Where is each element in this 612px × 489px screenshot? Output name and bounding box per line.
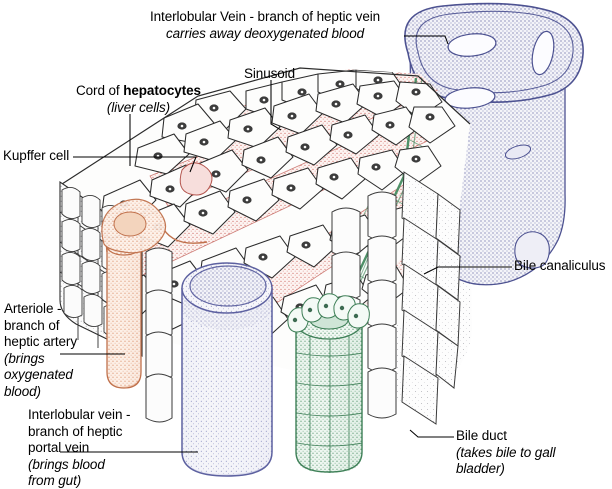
- bile-duct-structure: [287, 293, 370, 473]
- label-portal-vein-line1: Interlobular vein -: [28, 407, 131, 422]
- leader-lines: [60, 35, 512, 453]
- label-bile-duct: Bile duct (takes bile to gall bladder): [456, 428, 606, 478]
- label-hepatic-arteriole: Arteriole - branch of heptic artery (bri…: [4, 301, 114, 400]
- label-bile-duct-line3: bladder): [456, 461, 505, 476]
- label-portal-vein-line4: (brings blood: [28, 456, 105, 472]
- portal-vein-structure: [181, 262, 273, 477]
- label-interlobular-hepatic-vein: Interlobular Vein - branch of heptic vei…: [150, 9, 380, 42]
- label-cord-bold: hepatocytes: [123, 83, 201, 98]
- label-cord-of-hepatocytes-line2: (liver cells): [106, 99, 171, 115]
- label-arteriole-line1: Arteriole -: [4, 301, 62, 316]
- label-cord-of-hepatocytes: Cord of hepatocytes (liver cells): [76, 83, 201, 116]
- label-arteriole-line2: branch of: [4, 317, 60, 333]
- label-interlobular-hepatic-vein-line1: Interlobular Vein - branch of heptic vei…: [150, 9, 381, 24]
- kupffer-cell-marker: [179, 162, 213, 196]
- label-arteriole-line5: oxygenated: [4, 367, 73, 382]
- label-portal-vein-line2: branch of heptic: [28, 423, 123, 439]
- label-arteriole-line3: heptic artery: [4, 334, 77, 349]
- label-cord-prefix: Cord of: [76, 83, 124, 98]
- hepatic-arteriole-structure: [101, 198, 208, 389]
- label-portal-vein-line3: portal vein: [28, 440, 90, 455]
- label-interlobular-hepatic-vein-line2: carries away deoxygenated blood: [166, 25, 365, 41]
- label-bile-canaliculus: Bile canaliculus: [514, 258, 606, 273]
- label-bile-duct-line2: (takes bile to gall: [456, 444, 556, 460]
- label-cord-of-hepatocytes-line1: Cord of hepatocytes: [76, 83, 201, 100]
- label-interlobular-portal-vein: Interlobular vein - branch of heptic por…: [28, 407, 148, 489]
- label-arteriole-line6: blood): [4, 383, 41, 399]
- label-bile-duct-line1: Bile duct: [456, 428, 507, 443]
- label-arteriole-line4: (brings: [4, 350, 45, 366]
- label-portal-vein-line5: from gut): [28, 473, 82, 488]
- label-kupffer-cell: Kupffer cell: [3, 148, 70, 163]
- label-sinusoid: Sinusoid: [244, 66, 295, 81]
